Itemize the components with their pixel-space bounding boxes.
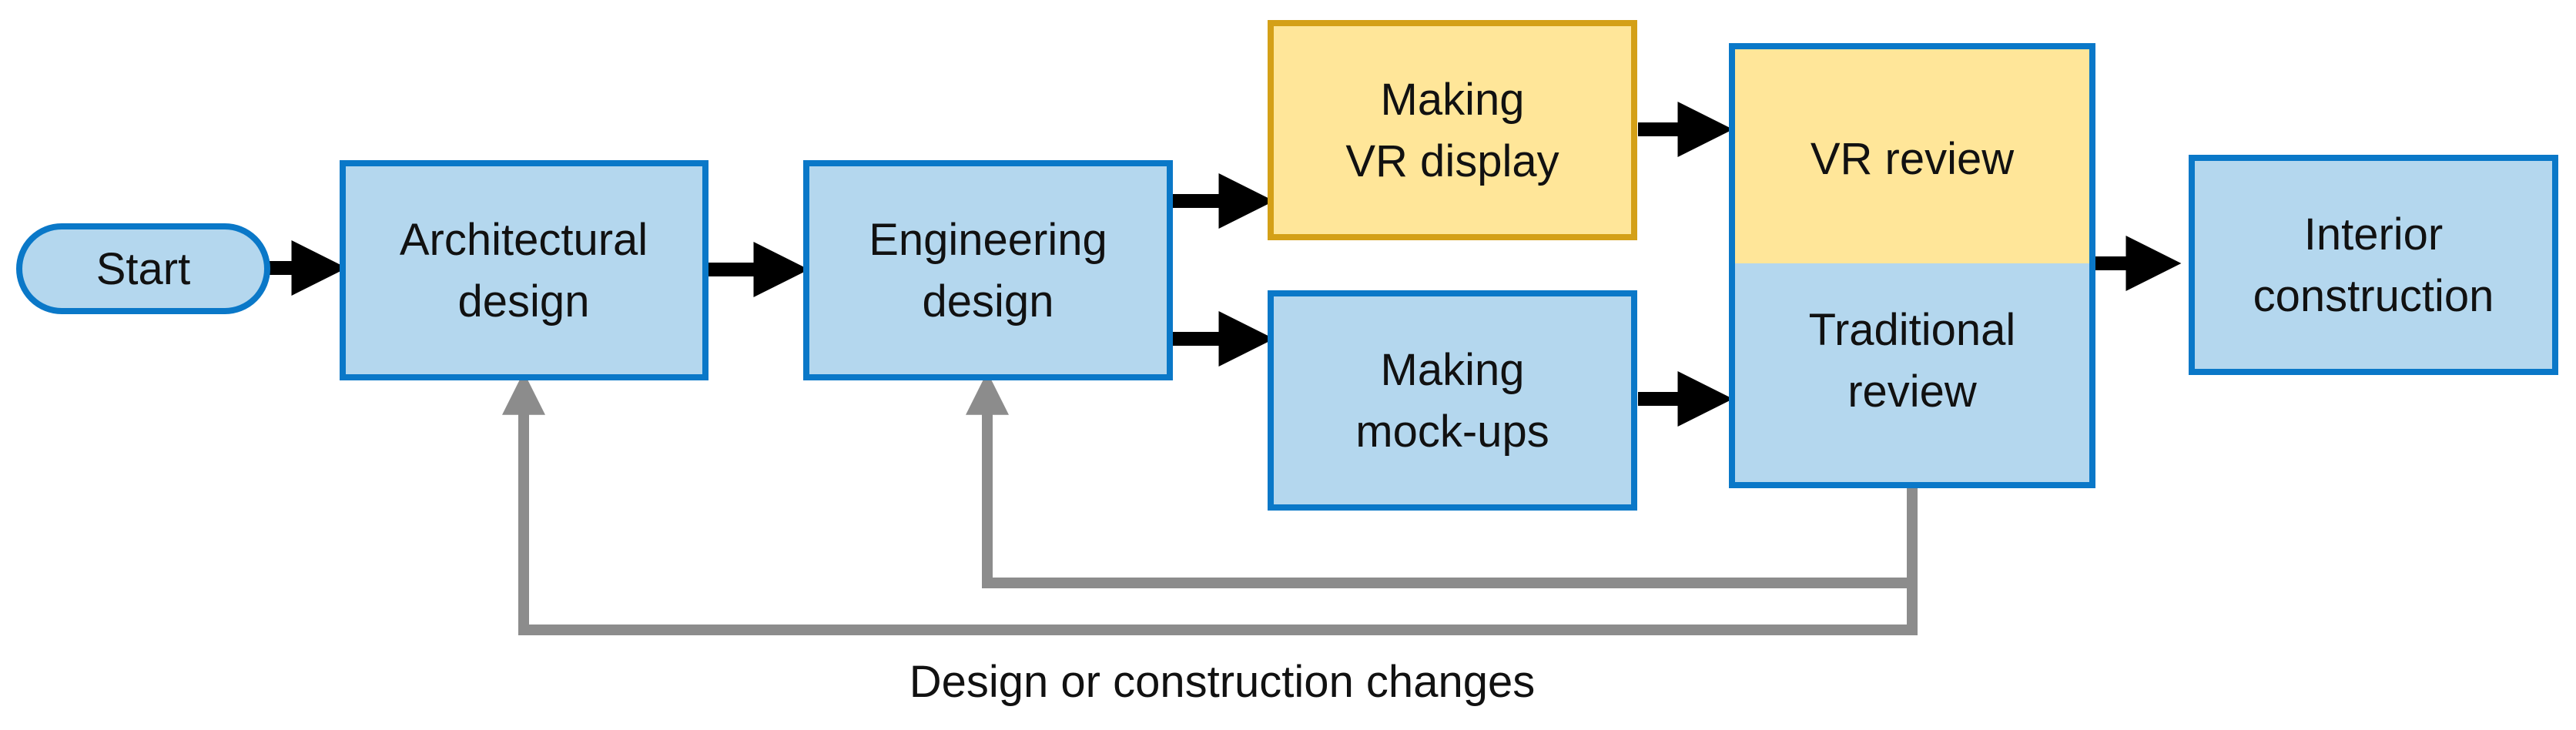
interior-construction-box: [2189, 155, 2558, 375]
node-making-vr-display: Making VR display: [1268, 20, 1637, 240]
review-box-border: [1729, 43, 2095, 488]
start-label: Start: [96, 244, 191, 294]
feedback-line-to-architectural: [502, 371, 1918, 635]
node-start: Start: [16, 223, 270, 314]
vr-review-section: [1732, 46, 2092, 263]
flow-arrows: [267, 102, 2182, 427]
traditional-review-label-line2: review: [1847, 367, 1978, 417]
interior-construction-label-line2: construction: [2253, 271, 2494, 321]
traditional-review-section: [1732, 263, 2092, 485]
making-mockups-label-line1: Making: [1381, 345, 1525, 395]
making-vr-display-label-line2: VR display: [1345, 136, 1559, 186]
feedback-loop: [502, 371, 1918, 635]
node-making-mockups: Making mock-ups: [1268, 290, 1637, 511]
feedback-line-to-engineering: [966, 371, 1918, 588]
architectural-design-box: [340, 160, 708, 380]
engineering-design-box: [803, 160, 1173, 380]
node-interior-construction: Interior construction: [2189, 155, 2558, 375]
engineering-design-label-line2: design: [923, 276, 1054, 326]
start-terminal-shape: [16, 223, 270, 314]
making-vr-display-box: [1268, 20, 1637, 240]
architectural-design-label-line1: Architectural: [400, 215, 648, 265]
architectural-design-label-line2: design: [458, 276, 590, 326]
making-vr-display-label-line1: Making: [1381, 75, 1525, 125]
traditional-review-label-line1: Traditional: [1809, 305, 2016, 355]
feedback-caption: Design or construction changes: [909, 657, 1535, 707]
node-architectural-design: Architectural design: [340, 160, 708, 380]
making-mockups-label-line2: mock-ups: [1355, 407, 1549, 457]
node-engineering-design: Engineering design: [803, 160, 1173, 380]
node-review: VR review Traditional review: [1729, 43, 2095, 488]
making-mockups-box: [1268, 290, 1637, 511]
vr-review-label: VR review: [1811, 134, 2015, 184]
engineering-design-label-line1: Engineering: [869, 215, 1107, 265]
interior-construction-label-line1: Interior: [2304, 209, 2444, 260]
